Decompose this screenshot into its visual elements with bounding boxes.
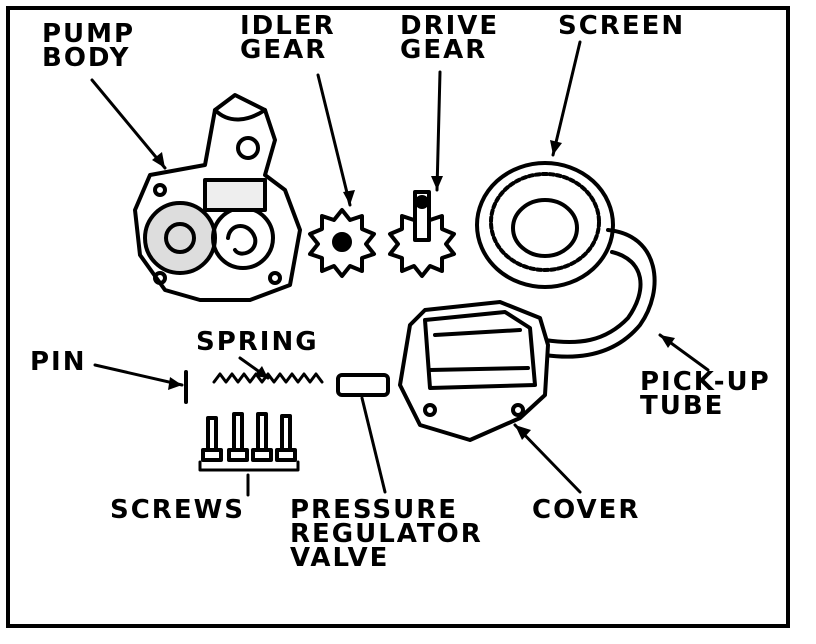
label-pickup-tube-line1: PICK-UP	[640, 367, 771, 397]
screws	[198, 412, 300, 472]
label-spring: SPRING	[196, 327, 319, 357]
label-prv-line3: VALVE	[290, 543, 390, 573]
idler-gear	[308, 208, 376, 278]
label-drive-gear-line2: GEAR	[400, 35, 488, 65]
label-idler-gear-line2: GEAR	[240, 35, 328, 65]
arrowheads	[152, 140, 675, 440]
pressure-regulator-valve	[336, 373, 390, 397]
label-screen: SCREEN	[558, 11, 686, 41]
cover	[398, 300, 550, 442]
label-pump-body-line2: BODY	[42, 43, 131, 73]
label-pin: PIN	[30, 347, 87, 377]
spring	[212, 372, 324, 384]
label-drive-gear-line1: DRIVE	[400, 11, 500, 41]
screen	[475, 161, 615, 289]
diagram-frame	[6, 6, 790, 628]
label-screws: SCREWS	[110, 495, 245, 525]
label-prv-line2: REGULATOR	[290, 519, 483, 549]
label-pump-body: PUMP BODY	[42, 19, 136, 73]
label-pickup-tube: PICK-UP TUBE	[640, 367, 771, 421]
label-pump-body-line1: PUMP	[42, 19, 136, 49]
label-pickup-tube-line2: TUBE	[640, 391, 725, 421]
drive-gear	[388, 190, 456, 278]
pump-body	[133, 93, 302, 302]
label-cover: COVER	[532, 495, 641, 525]
label-prv-line1: PRESSURE	[290, 495, 459, 525]
pickup-tube	[543, 228, 657, 359]
label-idler-gear: IDLER GEAR	[240, 11, 336, 65]
label-idler-gear-line1: IDLER	[240, 11, 336, 41]
label-pressure-regulator-valve: PRESSURE REGULATOR VALVE	[290, 495, 483, 573]
label-drive-gear: DRIVE GEAR	[400, 11, 500, 65]
